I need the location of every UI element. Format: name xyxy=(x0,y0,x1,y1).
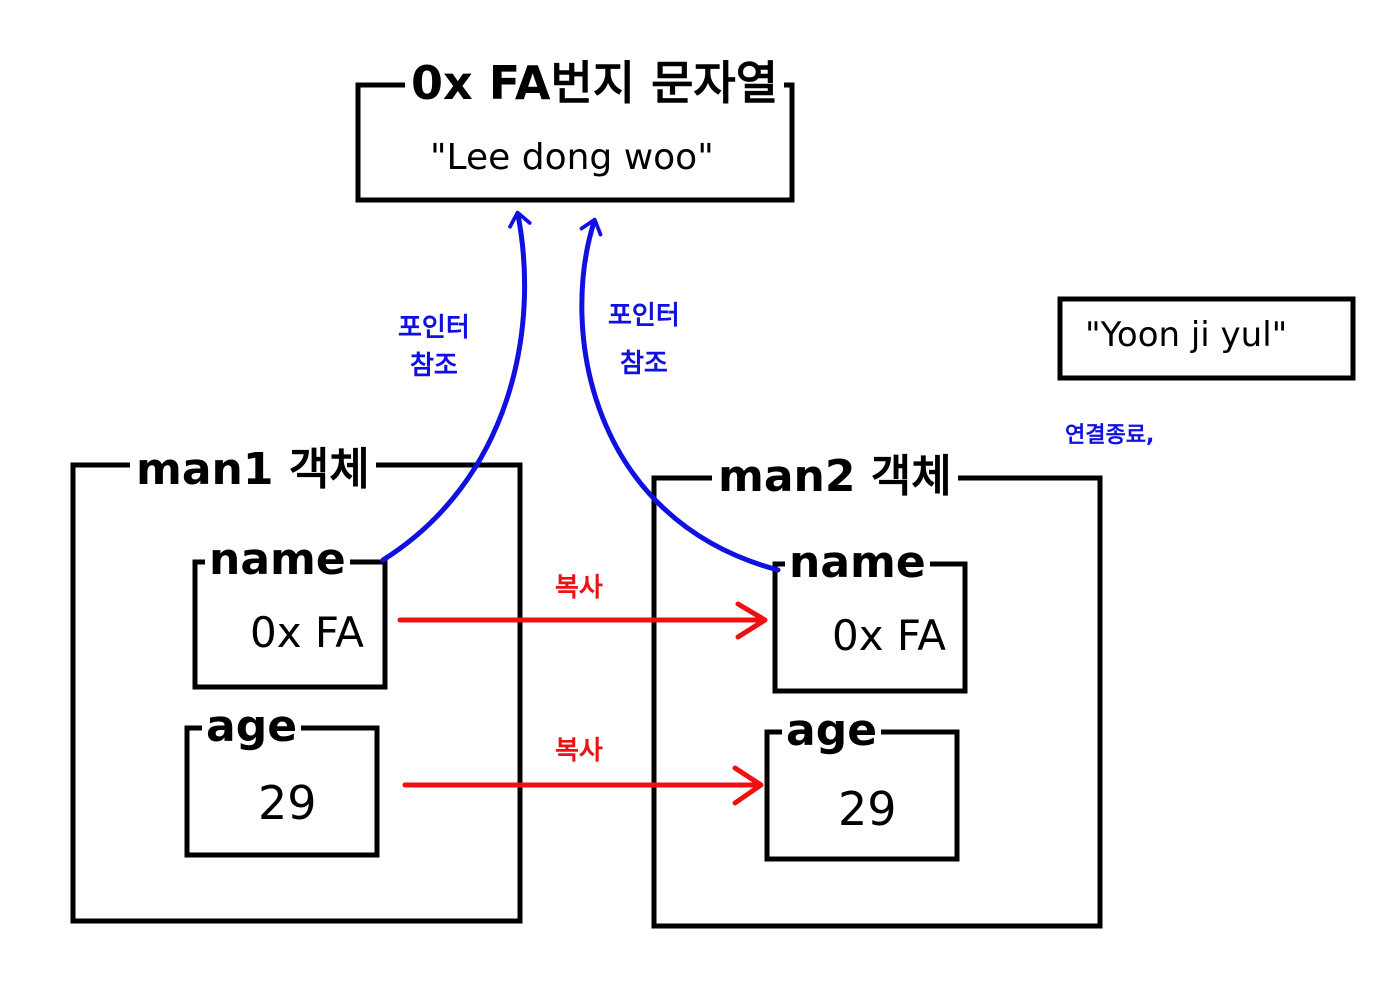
man2-pointer-label-line1: 포인터 xyxy=(608,301,680,331)
man2-age-label: age xyxy=(782,709,882,753)
man1-age-label: age xyxy=(202,705,302,749)
man2-pointer-label-line2: 참조 xyxy=(619,348,668,379)
man1-pointer-label-line2: 참조 xyxy=(409,350,458,381)
string-box-value: "Lee dong woo" xyxy=(430,137,714,178)
man2-object-title: man2 객체 xyxy=(712,455,958,499)
man2-name-label: name xyxy=(785,541,930,585)
man1-name-label: name xyxy=(205,538,350,582)
man2-name-value: 0x FA xyxy=(832,611,946,660)
man1-pointer-arrow xyxy=(380,210,532,563)
detached-string-box xyxy=(1057,296,1356,381)
name-copy-arrow-head xyxy=(735,601,768,640)
string-box-title: 0x FA번지 문자열 xyxy=(405,60,785,106)
age-copy-arrow-head xyxy=(732,765,764,806)
age-copy-label: 복사 xyxy=(555,736,603,766)
connection-ended-note: 연결종료, xyxy=(1065,423,1155,448)
name-copy-label: 복사 xyxy=(555,573,603,603)
man2-pointer-label: 포인터 참조 xyxy=(608,298,680,383)
man1-age-value: 29 xyxy=(258,776,317,830)
man1-pointer-label: 포인터 참조 xyxy=(398,310,470,385)
man1-name-value: 0x FA xyxy=(250,608,364,657)
detached-box-value: "Yoon ji yul" xyxy=(1085,315,1288,355)
man2-pointer-arrow xyxy=(579,217,781,573)
man1-object-title: man1 객체 xyxy=(130,448,376,492)
man2-age-value: 29 xyxy=(838,782,897,836)
man1-pointer-label-line1: 포인터 xyxy=(398,313,470,343)
